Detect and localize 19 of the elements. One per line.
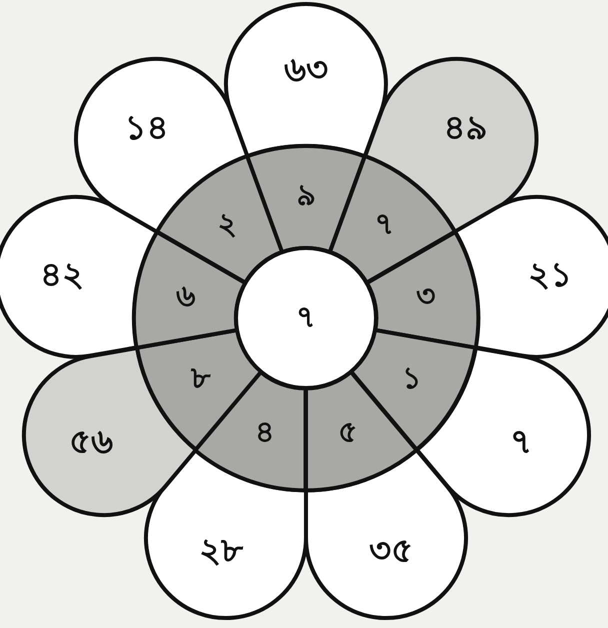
number-label: ৬ [176, 282, 196, 312]
number-label: ২ [218, 210, 238, 240]
number-label: ৩৫ [368, 534, 413, 568]
number-label: ৪২ [40, 258, 84, 292]
number-label: ১৪ [124, 111, 169, 146]
number-label: ৪৯ [443, 111, 488, 146]
number-label: ৫৬ [69, 424, 114, 459]
number-label: ১ [402, 364, 422, 394]
number-label: ২১ [528, 258, 572, 292]
number-label: ৬৩ [284, 52, 328, 87]
number-label: ৪ [254, 418, 274, 448]
number-label: ৩ [416, 282, 436, 312]
number-label: ৭ [510, 424, 532, 459]
number-label: ৮ [190, 364, 210, 394]
number-label: ৭ [374, 210, 394, 240]
number-label: ৭ [296, 303, 316, 333]
number-label: ২৮ [199, 534, 244, 568]
number-label: ৫ [338, 418, 358, 448]
number-label: ৯ [296, 181, 316, 211]
